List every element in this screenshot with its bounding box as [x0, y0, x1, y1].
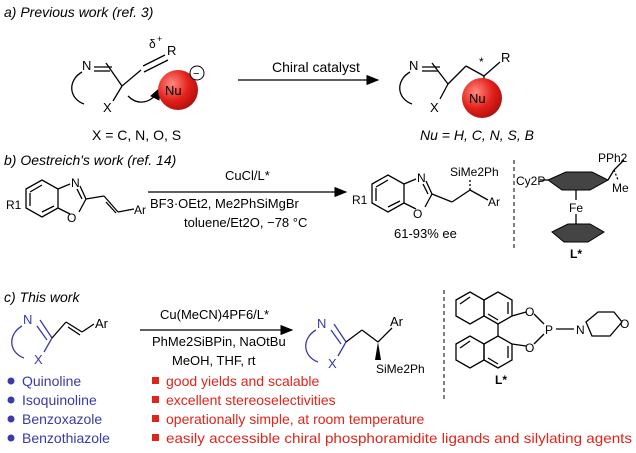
heterocycle-item: Quinoline [22, 373, 81, 389]
substrate-a [71, 54, 169, 105]
ligand-me: Me [612, 181, 629, 195]
substrate-c [11, 319, 95, 359]
ligand-cy2p: Cy2P [516, 174, 545, 188]
atom-o-prod-b: O [413, 207, 422, 221]
product-c [305, 323, 393, 363]
heterocycle-item: Isoquinoline [22, 392, 97, 408]
atom-sime2ph-prod-c: SiMe2Ph [376, 362, 425, 376]
ligand-o3: O [620, 317, 629, 331]
heterocycle-item: Benzoxazole [22, 411, 102, 427]
substrate-b [25, 179, 135, 218]
atom-n-c: N [23, 312, 32, 327]
atom-o-b: O [67, 211, 76, 225]
nu-label-a: Nu [165, 83, 182, 98]
nu-ball-a [158, 70, 198, 110]
feature-item: operationally simple, at room temperatur… [166, 411, 425, 427]
arrow-label-a: Chiral catalyst [272, 59, 360, 75]
atom-n-a: N [82, 58, 91, 73]
nu-ball-prod-a [462, 78, 502, 118]
atom-n-b: N [71, 176, 80, 190]
section-b-heading: b) Oestreich's work (ref. 14) [4, 152, 176, 168]
delta-symbol: δ [149, 37, 156, 51]
atom-x-c: X [34, 352, 43, 367]
atom-n-prod-b: N [417, 171, 426, 185]
bullet-square [152, 377, 159, 384]
section-c-heading: c) This work [4, 289, 80, 305]
atom-ar-prod-b: Ar [488, 195, 500, 209]
minus-charge-circle [189, 65, 205, 81]
ligand-n: N [576, 323, 585, 337]
ligand-fe: Fe [569, 201, 583, 215]
atom-r1-prod-b: R1 [352, 193, 368, 207]
bullet-dot [7, 415, 15, 423]
atom-n-prod-c: N [317, 316, 326, 331]
ee-value: 61-93% ee [394, 226, 457, 241]
atom-x-prod-a: X [430, 100, 439, 115]
feature-item: excellent stereoselectivities [166, 392, 336, 408]
ligand-label-b: L* [570, 247, 582, 261]
product-a [399, 61, 501, 105]
section-a-heading: a) Previous work (ref. 3) [4, 4, 153, 20]
ligand-label-c: L* [495, 373, 507, 387]
atom-r1-b: R1 [6, 198, 22, 212]
ligand-o2: O [525, 341, 534, 355]
heterocycle-item: Benzothiazole [22, 430, 110, 446]
bullet-square [152, 415, 159, 422]
wedge-bond-c [375, 342, 381, 360]
nu-label-prod-a: Nu [469, 91, 486, 106]
bullet-dot [7, 434, 15, 442]
atom-r-prod-a: R [501, 50, 510, 65]
feature-item: easily accessible chiral phosphoramidite… [166, 430, 632, 446]
phosphoramidite-ligand [455, 291, 623, 369]
atom-ar-prod-c: Ar [390, 314, 404, 329]
stereocenter-star: * [479, 55, 484, 69]
atom-ar-b: Ar [134, 203, 146, 217]
product-b [371, 174, 489, 213]
cond-c-line2: PhMe2SiBPin, NaOtBu [152, 334, 286, 349]
bullet-square [152, 434, 159, 441]
cond-c-line1: Cu(MeCN)4PF6/L* [160, 307, 269, 322]
heterocycle-list: Quinoline Isoquinoline Benzoxazole Benzo… [7, 373, 110, 446]
cond-b-line1: CuCl/L* [225, 168, 270, 183]
atom-n-prod-a: N [409, 58, 418, 73]
cond-b-line3: toluene/Et2O, −78 °C [184, 215, 307, 230]
feature-item: good yields and scalable [166, 373, 320, 389]
atom-r-a: R [167, 43, 176, 58]
cond-c-line3: MeOH, THF, rt [172, 353, 256, 368]
bullet-square [152, 396, 159, 403]
atom-x-a: X [103, 100, 112, 115]
nu-caption: Nu = H, C, N, S, B [420, 127, 534, 143]
cond-b-line2: BF3·OEt2, Me2PhSiMgBr [150, 196, 299, 211]
atom-ar-c: Ar [95, 316, 109, 331]
bullet-dot [7, 396, 15, 404]
bullet-dot [7, 377, 15, 385]
ferrocene-ligand [540, 159, 625, 243]
ligand-o1: O [525, 305, 534, 319]
atom-x-prod-c: X [328, 356, 337, 371]
ligand-pph2: PPh2 [598, 151, 628, 165]
x-caption: X = C, N, O, S [92, 127, 181, 143]
ligand-p: P [545, 323, 553, 337]
atom-sime2ph-prod-b: SiMe2Ph [450, 165, 499, 179]
feature-list: good yields and scalable excellent stere… [152, 373, 632, 446]
minus-charge: − [193, 68, 199, 80]
delta-plus: + [157, 34, 162, 44]
